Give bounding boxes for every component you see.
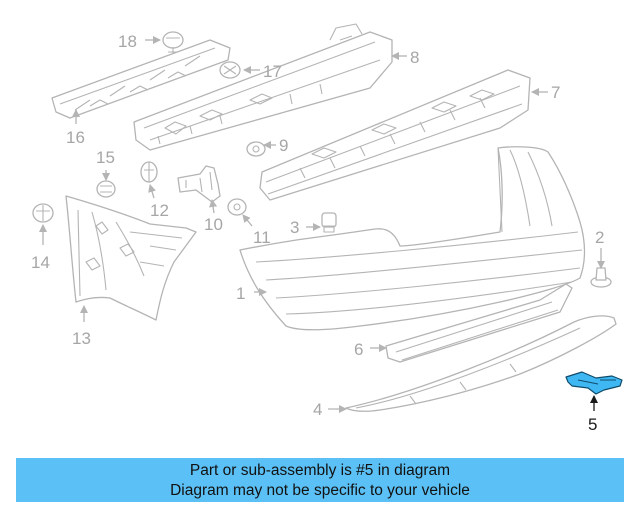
callout-2: 2 [595, 228, 604, 247]
callout-15: 15 [96, 148, 115, 167]
part-1-bumper-cover [239, 146, 586, 331]
callout-8: 8 [410, 48, 419, 67]
part-5-highlighted-bracket[interactable] [565, 371, 623, 395]
leader-lines [39, 36, 605, 413]
part-6-trim-strip [385, 283, 573, 363]
callout-9: 9 [279, 136, 288, 155]
part-16-bracket [51, 39, 231, 119]
callout-17: 17 [263, 62, 282, 81]
part-2-rivet [590, 267, 612, 288]
part-3-fastener [321, 212, 337, 233]
part-10-mount [177, 165, 221, 203]
callout-14: 14 [31, 253, 50, 272]
callout-18: 18 [118, 32, 137, 51]
part-13-side-bracket [65, 195, 197, 321]
callout-3: 3 [290, 218, 299, 237]
part-14-clip [32, 203, 54, 223]
callout-1: 1 [236, 284, 245, 303]
part-12-clip [140, 161, 158, 183]
part-8-reinforcement [133, 23, 393, 151]
callout-11: 11 [253, 228, 271, 247]
part-18-clip [162, 31, 184, 53]
callout-12: 12 [150, 201, 169, 220]
part-17-nut [219, 61, 241, 79]
part-4-lower-valance [345, 315, 617, 412]
callout-labels: 18 17 8 7 16 9 15 12 10 11 3 14 2 1 13 6… [31, 32, 604, 434]
part-15-retainer [96, 180, 116, 198]
part-7-impact-bar [259, 69, 531, 201]
part-9-clip [246, 141, 266, 157]
banner-line-2: Diagram may not be specific to your vehi… [170, 482, 470, 499]
callout-7: 7 [551, 83, 560, 102]
callout-10: 10 [204, 215, 223, 234]
callout-13: 13 [72, 329, 91, 348]
callout-16: 16 [66, 128, 85, 147]
banner-line-1: Part or sub-assembly is #5 in diagram [189, 462, 451, 479]
info-banner: Part or sub-assembly is #5 in diagram Di… [16, 458, 624, 502]
part-11-nut [227, 198, 247, 216]
callout-4: 4 [313, 400, 322, 419]
callout-6: 6 [354, 340, 363, 359]
callout-5: 5 [588, 415, 597, 434]
